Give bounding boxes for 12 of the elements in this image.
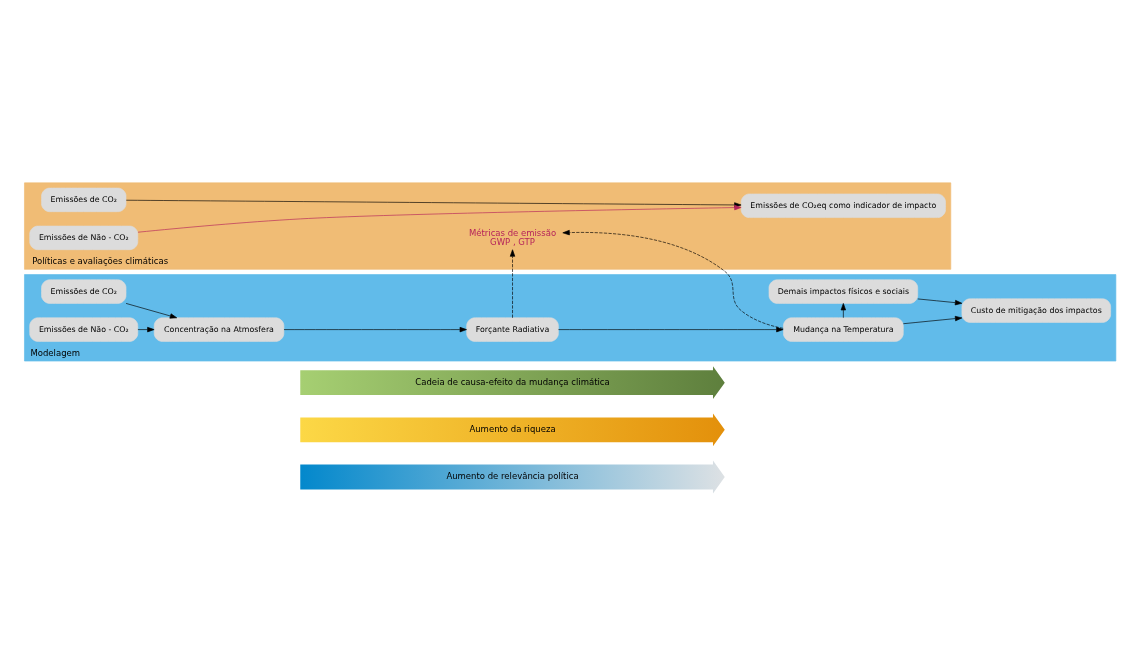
arrow bbox=[917, 298, 963, 305]
arrow bbox=[137, 204, 742, 233]
arrow bbox=[903, 315, 963, 324]
arrow bbox=[137, 326, 155, 332]
arrow bbox=[558, 326, 784, 332]
arrow bbox=[509, 248, 516, 318]
arrow bbox=[562, 229, 784, 329]
arrow bbox=[840, 302, 846, 318]
arrow bbox=[125, 302, 178, 319]
node-text: Métricas de emissão GWP , GTP bbox=[468, 227, 557, 247]
arrow bbox=[125, 199, 742, 208]
arrow bbox=[283, 326, 467, 332]
